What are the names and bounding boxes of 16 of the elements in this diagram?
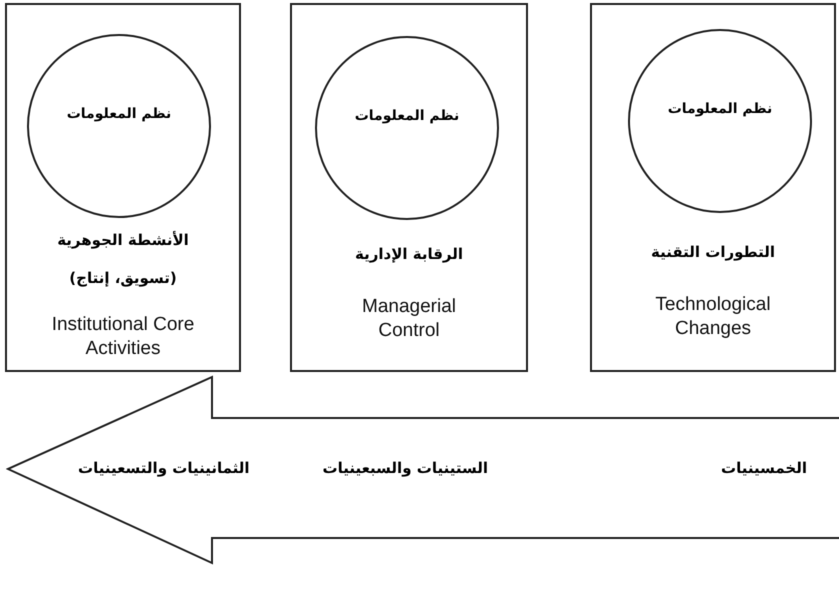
era-title: الأنشطة الجوهرية [56,231,190,249]
era-box [5,3,241,372]
decade-label: الخمسينيات [721,459,807,477]
circle: نظم المعلومات [628,29,812,213]
era-box [590,3,836,372]
decade-label: الثمانينيات والتسعينيات [78,459,250,477]
era-box [290,3,528,372]
circle: نظم المعلومات [27,34,211,218]
era-title: الرقابة الإدارية [354,245,464,263]
caption-text: Institutional Core Activities [50,313,196,361]
caption-text: Technological Changes [654,293,772,341]
era-title: التطورات التقنية [650,243,776,261]
circle: نظم المعلومات [315,36,499,220]
decade-label: الستينيات والسبعينيات [322,459,488,477]
caption-text: Managerial Control [361,295,457,343]
era-title: (تسويق، إنتاج) [68,269,178,287]
